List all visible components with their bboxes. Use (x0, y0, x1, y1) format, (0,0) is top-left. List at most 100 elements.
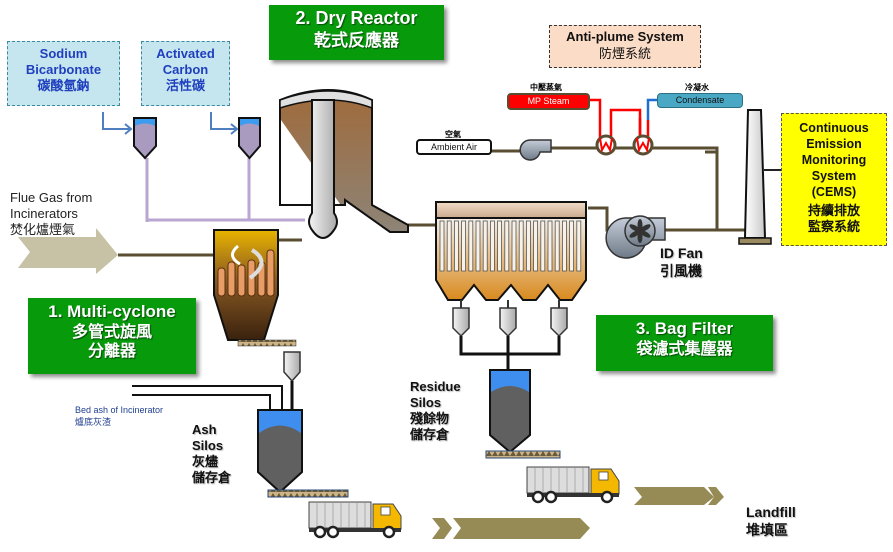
residue-silos-line1: Residue (410, 379, 461, 394)
cyclone-discharge-valve (283, 351, 301, 410)
cems-line3: Monitoring (801, 153, 867, 167)
multi-cyclone-title-zh2: 分離器 (87, 342, 136, 360)
residue-silo (485, 369, 561, 459)
id-fan-en: ID Fan (660, 245, 703, 261)
residue-silos-label: Residue Silos 殘餘物 儲存倉 (410, 379, 461, 443)
mp-steam-zh: 中壓蒸氣 (530, 83, 562, 92)
filter-bag (446, 220, 452, 272)
cems-zh1: 持續排放 (807, 203, 860, 218)
multi-cyclone-title-en: 1. Multi-cyclone (48, 302, 176, 321)
filter-bag (489, 220, 495, 272)
sodium-bicarbonate-zh: 碳酸氫鈉 (37, 78, 90, 93)
ash-silos-zh1: 灰燼 (192, 454, 219, 469)
ash-silos-line1: Ash (192, 422, 217, 437)
heat-exchanger-1 (595, 134, 617, 156)
bag-filter-title-zh: 袋濾式集塵器 (636, 340, 733, 358)
truck-ash (308, 501, 402, 539)
cems-line4: System (811, 169, 857, 183)
dry-reactor-title-zh: 乾式反應器 (314, 30, 399, 50)
flue-gas-line1: Flue Gas from (10, 190, 93, 205)
multi-cyclone-unit (213, 229, 297, 347)
heat-exchanger-2 (632, 134, 654, 156)
bed-ash-lines (132, 385, 283, 410)
multi-cyclone-title-zh1: 多管式旋風 (71, 323, 152, 341)
bag-filter-title-en: 3. Bag Filter (635, 319, 734, 338)
ash-silos-zh2: 儲存倉 (192, 470, 232, 485)
cems-box: Continuous Emission Monitoring System (C… (781, 113, 887, 246)
filter-bag (453, 220, 459, 272)
bag-filter-unit (435, 201, 587, 301)
truck-residue (526, 466, 620, 504)
filter-bag (569, 220, 574, 272)
id-fan (605, 215, 666, 259)
bag-filter-discharge-valves (452, 300, 568, 370)
residue-silos-zh1: 殘餘物 (410, 411, 450, 426)
filter-bag (526, 220, 531, 272)
filter-bag (533, 220, 538, 272)
filter-bag (554, 220, 560, 272)
ambient-air-pill: Ambient Air (416, 139, 492, 155)
filter-bag (576, 220, 582, 272)
sodium-bicarbonate-box: Sodium Bicarbonate 碳酸氫鈉 (7, 41, 120, 106)
flue-gas-label: Flue Gas from Incinerators 焚化爐煙氣 (10, 190, 92, 238)
landfill-label: Landfill 堆填區 (746, 503, 796, 539)
ambient-air-zh: 空氣 (445, 130, 461, 139)
dry-reactor-title-en: 2. Dry Reactor (295, 8, 418, 28)
filter-bags (439, 220, 582, 272)
bed-ash-label: Bed ash of Incinerator 爐底灰渣 (75, 404, 163, 428)
bed-ash-en: Bed ash of Incinerator (75, 405, 164, 415)
filter-bag (439, 220, 445, 272)
activated-carbon-zh: 活性碳 (165, 78, 205, 93)
chimney-stack (738, 109, 782, 245)
condensate-zh: 冷凝水 (685, 83, 709, 92)
filter-bag (468, 220, 474, 272)
sodium-bicarbonate-en2: Bicarbonate (25, 62, 102, 77)
bed-ash-zh: 爐底灰渣 (75, 417, 112, 427)
dry-reactor-title: 2. Dry Reactor 乾式反應器 (269, 5, 444, 60)
filter-bag (482, 220, 488, 272)
activated-carbon-hopper (238, 117, 261, 160)
condensate-pill: Condensate (657, 93, 743, 108)
mp-steam-pill: MP Steam (507, 93, 590, 110)
flue-gas-zh: 焚化爐煙氣 (10, 222, 76, 237)
filter-bag (497, 220, 503, 272)
anti-plume-blower (519, 139, 552, 161)
sodium-bicarbonate-en1: Sodium (39, 46, 88, 61)
filter-bag (475, 220, 481, 272)
ash-silos-line2: Silos (192, 438, 224, 453)
id-fan-zh: 引風機 (660, 263, 702, 279)
anti-plume-en: Anti-plume System (566, 29, 684, 44)
landfill-zh: 堆填區 (746, 522, 788, 538)
residue-silos-line2: Silos (410, 395, 442, 410)
cems-zh2: 監察系統 (807, 219, 860, 234)
landfill-en: Landfill (746, 504, 796, 520)
multi-cyclone-title: 1. Multi-cyclone 多管式旋風 分離器 (28, 298, 196, 374)
filter-bag (461, 220, 467, 272)
chemical-feed-lines (145, 158, 305, 222)
flue-gas-pipes (118, 146, 745, 257)
filter-bag (504, 220, 510, 272)
filter-bag (547, 220, 553, 272)
steam-lines (588, 98, 657, 138)
sodium-bicarbonate-hopper (133, 117, 157, 160)
chemical-arrows (102, 112, 239, 135)
filter-bag (511, 220, 517, 272)
activated-carbon-en2: Carbon (162, 62, 209, 77)
cems-line1: Continuous (799, 121, 869, 135)
residue-silos-zh2: 儲存倉 (410, 427, 450, 442)
cems-line2: Emission (806, 137, 862, 151)
filter-bag (562, 220, 567, 272)
flue-gas-input-arrow (18, 228, 118, 274)
filter-bag (518, 220, 524, 272)
anti-plume-box: Anti-plume System 防煙系統 (549, 25, 701, 68)
ash-silo (257, 409, 349, 498)
activated-carbon-en1: Activated (156, 46, 215, 61)
activated-carbon-box: Activated Carbon 活性碳 (141, 41, 230, 106)
dry-reactor (279, 89, 409, 239)
ash-silos-label: Ash Silos 灰燼 儲存倉 (192, 422, 231, 486)
flue-gas-line2: Incinerators (10, 206, 78, 221)
id-fan-label: ID Fan 引風機 (660, 244, 703, 280)
anti-plume-zh: 防煙系統 (598, 46, 651, 61)
bag-filter-title: 3. Bag Filter 袋濾式集塵器 (596, 315, 773, 371)
